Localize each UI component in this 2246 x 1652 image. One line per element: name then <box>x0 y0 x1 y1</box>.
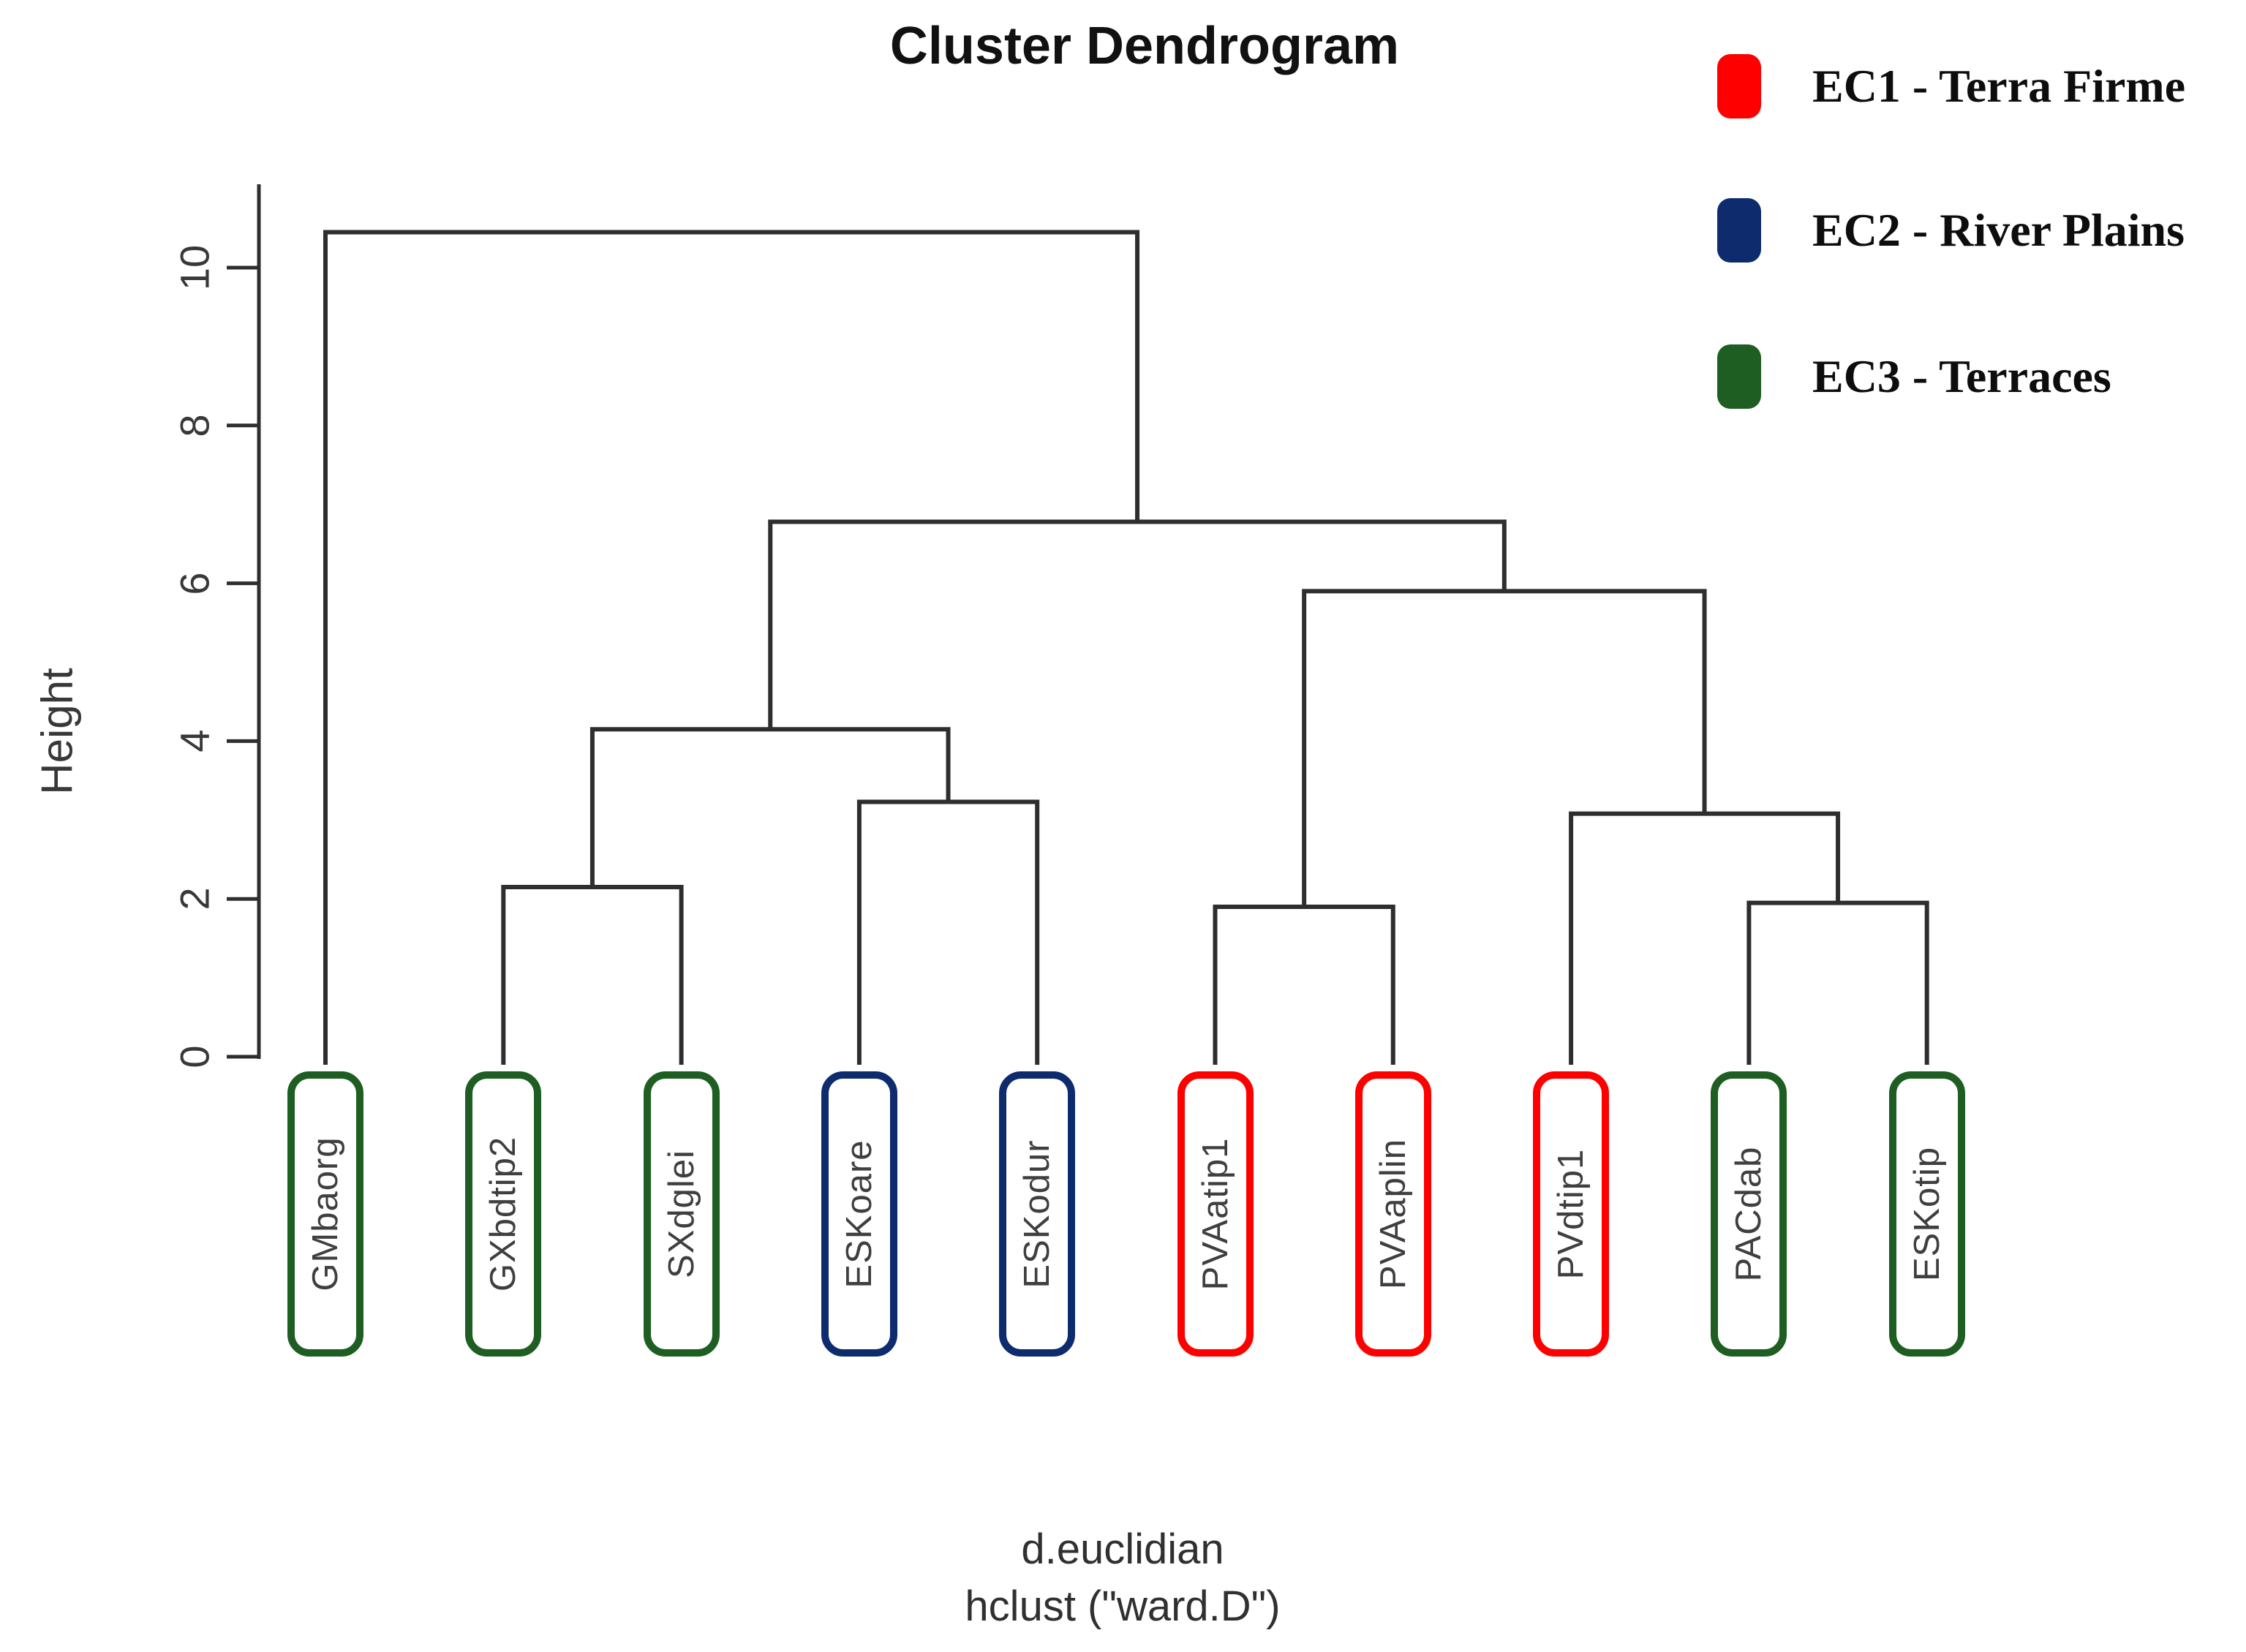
chart-title: Cluster Dendrogram <box>889 17 1400 75</box>
leaf-label: PVAaplin <box>1373 1139 1413 1289</box>
leaf-label: SXdglei <box>661 1150 701 1278</box>
legend-swatch-ec1 <box>1717 54 1761 118</box>
leaf-label: ESKodur <box>1017 1139 1058 1289</box>
leaf-box-eskotip: ESKotip <box>1888 1071 1965 1357</box>
y-axis-tick-label: 8 <box>171 414 218 437</box>
y-axis-label: Height <box>32 668 82 795</box>
legend-item-ec1: EC1 - Terra Firme <box>1717 46 2185 127</box>
leaf-box-sxdglei: SXdglei <box>643 1071 720 1357</box>
leaf-label: PVdtip1 <box>1551 1148 1591 1280</box>
leaf-box-pvdtip1: PVdtip1 <box>1533 1071 1610 1357</box>
y-axis-tick-label: 0 <box>171 1045 218 1068</box>
legend-label-ec1: EC1 - Terra Firme <box>1812 60 2186 112</box>
leaf-box-pacdab: PACdab <box>1711 1071 1787 1357</box>
legend-item-ec2: EC2 - River Plains <box>1717 190 2185 271</box>
dendrogram-segment-m7 <box>1302 589 1707 907</box>
leaf-box-gxbdtip2: GXbdtip2 <box>465 1071 542 1357</box>
y-axis-tick-label: 10 <box>171 244 218 291</box>
leaf-label: PACdab <box>1729 1146 1769 1282</box>
legend-label-ec3: EC3 - Terraces <box>1812 350 2111 402</box>
y-axis-tick-label: 4 <box>171 729 218 753</box>
dendrogram-segment-m2 <box>1746 900 1929 1065</box>
legend-label-ec2: EC2 - River Plains <box>1812 204 2185 256</box>
leaf-label: ESKotip <box>1907 1146 1947 1282</box>
dendrogram-segment-m1 <box>1213 904 1395 1065</box>
leaf-box-pvaatip1: PVAatip1 <box>1177 1071 1254 1357</box>
y-axis-tick-label: 2 <box>171 887 218 910</box>
leaf-label: GXbdtip2 <box>483 1136 524 1292</box>
leaf-label: GMbaorg <box>306 1136 345 1291</box>
dendrogram-segment-m3 <box>501 885 684 1065</box>
caption-method: hclust ("ward.D") <box>965 1583 1281 1630</box>
legend-swatch-ec3 <box>1717 344 1761 409</box>
leaf-label: PVAatip1 <box>1195 1137 1235 1291</box>
leaf-box-gmbaorg: GMbaorg <box>287 1071 363 1357</box>
legend-item-ec3: EC3 - Terraces <box>1717 336 2111 417</box>
leaf-box-eskodur: ESKodur <box>999 1071 1076 1357</box>
dendrogram-segment-m8 <box>768 519 1507 730</box>
leaf-box-eskoare: ESKoare <box>821 1071 897 1357</box>
dendrogram-segment-m5 <box>1569 811 1841 1065</box>
leaf-label: ESKoare <box>839 1139 879 1289</box>
y-axis-tick-label: 6 <box>171 572 218 595</box>
dendrogram-segment-m4 <box>856 799 1040 1065</box>
leaf-box-pvaaplin: PVAaplin <box>1354 1071 1431 1357</box>
caption-distance: d.euclidian <box>1021 1525 1224 1573</box>
dendrogram-segment-m9 <box>323 230 1140 1065</box>
dendrogram-segment-m6 <box>589 727 951 888</box>
legend-swatch-ec2 <box>1717 198 1761 263</box>
